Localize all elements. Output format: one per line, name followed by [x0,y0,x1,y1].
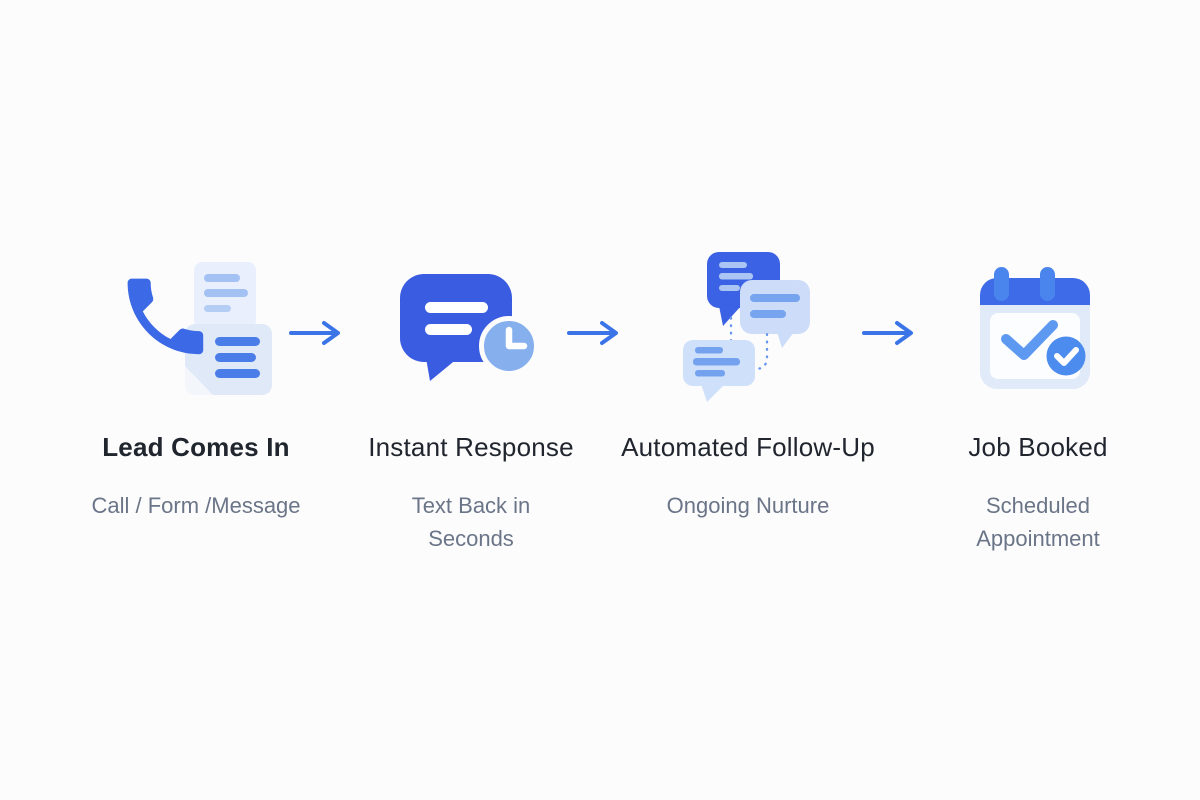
step-subtitle: Ongoing Nurture [666,493,830,518]
step-icon-box [55,250,337,405]
calendar-check-icon [980,266,1090,389]
step-title: Job Booked [968,432,1108,462]
chat-threads-icon [683,251,810,402]
phone-document-icon [127,262,272,395]
flow-step-lead-comes-in: Lead Comes In Call / Form /Message [55,250,337,522]
step-title: Instant Response [368,432,574,462]
step-title: Lead Comes In [102,432,290,462]
right-arrow-icon [288,320,346,346]
step-subtitle: Call / Form /Message [91,493,301,518]
step-icon-box [346,250,596,405]
step-icon-box [913,250,1163,405]
step-icon-box [603,250,893,405]
right-arrow-icon [861,320,919,346]
flow-step-job-booked: Job Booked Scheduled Appointment [913,250,1163,555]
flow-step-automated-follow-up: Automated Follow-Up Ongoing Nurture [603,250,893,522]
right-arrow-icon [566,320,624,346]
step-subtitle: Text Back in Seconds [411,493,531,551]
chat-bubble-clock-icon [400,273,539,381]
step-subtitle: Scheduled Appointment [976,493,1100,551]
step-title: Automated Follow-Up [621,432,875,462]
flow-step-instant-response: Instant Response Text Back in Seconds [346,250,596,555]
